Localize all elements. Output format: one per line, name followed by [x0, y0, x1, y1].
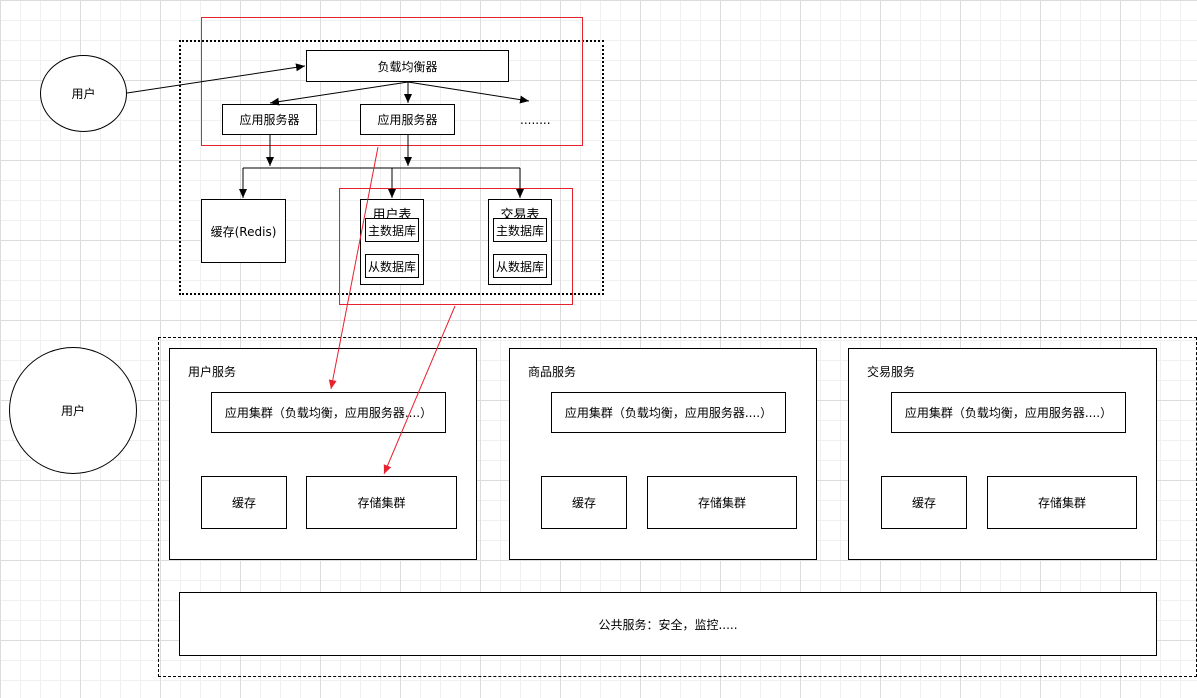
- user-service-storage-label: 存储集群: [357, 496, 406, 510]
- user-service-title: 用户服务: [188, 365, 237, 379]
- user-service-app-cluster: 应用集群（负载均衡，应用服务器....）: [211, 392, 446, 433]
- trade-service-cache-label: 缓存: [911, 496, 936, 510]
- trade-service-title: 交易服务: [867, 365, 916, 379]
- product-service-title: 商品服务: [528, 365, 577, 379]
- trade-slave-db-label: 从数据库: [495, 259, 544, 274]
- app-server-node-1: 应用服务器: [222, 104, 317, 135]
- load-balancer-label: 负载均衡器: [377, 59, 438, 74]
- app-server-1-label: 应用服务器: [239, 113, 300, 127]
- trade-master-db-label: 主数据库: [495, 223, 544, 238]
- user-table-master-db: 主数据库: [365, 218, 419, 242]
- redis-cache-node: 缓存(Redis): [201, 199, 286, 263]
- product-service-cache-label: 缓存: [571, 496, 596, 510]
- trade-table-slave-db: 从数据库: [493, 254, 547, 278]
- product-service-cache: 缓存: [541, 476, 627, 529]
- trade-service-app-cluster: 应用集群（负载均衡，应用服务器....）: [891, 392, 1126, 433]
- trade-table-master-db: 主数据库: [493, 218, 547, 242]
- user-service-cache-label: 缓存: [231, 496, 256, 510]
- trade-service-panel: 交易服务 应用集群（负载均衡，应用服务器....） 缓存 存储集群: [848, 348, 1157, 560]
- load-balancer-node: 负载均衡器: [306, 50, 509, 82]
- top-architecture-boundary: [179, 40, 604, 295]
- top-user-node: 用户: [40, 55, 127, 132]
- trade-table-node: 交易表 主数据库 从数据库: [488, 199, 552, 285]
- product-service-storage-label: 存储集群: [697, 496, 746, 510]
- redis-cache-label: 缓存(Redis): [210, 224, 277, 239]
- bottom-user-node: 用户: [9, 347, 137, 474]
- user-service-storage-cluster: 存储集群: [306, 476, 457, 529]
- trade-service-storage-cluster: 存储集群: [987, 476, 1137, 529]
- trade-service-cluster-label: 应用集群（负载均衡，应用服务器....）: [904, 406, 1113, 420]
- public-service-label: 公共服务：安全，监控.....: [598, 617, 738, 632]
- top-user-label: 用户: [71, 87, 96, 101]
- user-slave-db-label: 从数据库: [367, 259, 416, 274]
- product-service-cluster-label: 应用集群（负载均衡，应用服务器....）: [564, 406, 773, 420]
- user-table-slave-db: 从数据库: [365, 254, 419, 278]
- app-server-2-label: 应用服务器: [377, 113, 438, 127]
- trade-service-cache: 缓存: [881, 476, 967, 529]
- product-service-storage-cluster: 存储集群: [647, 476, 797, 529]
- user-table-node: 用户表 主数据库 从数据库: [360, 199, 424, 285]
- trade-service-storage-label: 存储集群: [1037, 496, 1086, 510]
- user-service-panel: 用户服务 应用集群（负载均衡，应用服务器....） 缓存 存储集群: [169, 348, 477, 560]
- product-service-panel: 商品服务 应用集群（负载均衡，应用服务器....） 缓存 存储集群: [509, 348, 817, 560]
- more-servers-ellipsis: ........: [520, 113, 551, 127]
- user-service-cluster-label: 应用集群（负载均衡，应用服务器....）: [224, 406, 433, 420]
- user-master-db-label: 主数据库: [367, 223, 416, 238]
- app-server-node-2: 应用服务器: [360, 104, 455, 135]
- public-service-node: 公共服务：安全，监控.....: [179, 592, 1157, 656]
- user-service-cache: 缓存: [201, 476, 287, 529]
- product-service-app-cluster: 应用集群（负载均衡，应用服务器....）: [551, 392, 786, 433]
- bottom-user-label: 用户: [60, 404, 85, 418]
